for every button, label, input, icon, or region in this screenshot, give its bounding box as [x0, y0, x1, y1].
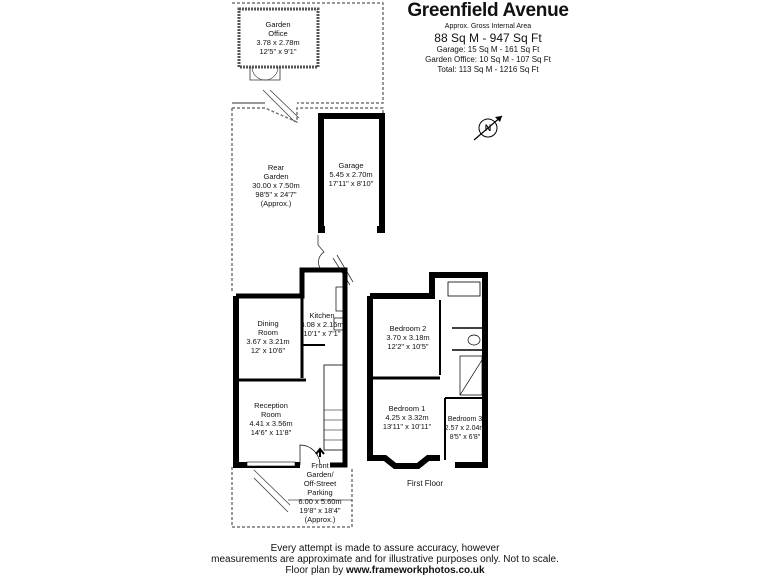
label-bedroom-1: Bedroom 1 4.25 x 3.32m 13'11" x 10'11": [383, 404, 432, 431]
svg-text:98'5" x 24'7": 98'5" x 24'7": [255, 190, 296, 199]
svg-text:Reception: Reception: [254, 401, 288, 410]
svg-text:(Approx.): (Approx.): [305, 515, 336, 524]
svg-text:Bedroom 3: Bedroom 3: [448, 416, 482, 423]
svg-text:Bedroom 2: Bedroom 2: [390, 324, 427, 333]
svg-text:10'1" x 7'1": 10'1" x 7'1": [304, 329, 341, 338]
garage-building: [317, 113, 385, 286]
svg-text:2.57 x 2.04m: 2.57 x 2.04m: [445, 425, 486, 432]
garden-office-area: Garden Office: 10 Sq M - 107 Sq Ft: [425, 55, 551, 64]
svg-text:Off-Street: Off-Street: [304, 479, 337, 488]
garage-area: Garage: 15 Sq M - 161 Sq Ft: [436, 45, 540, 54]
north-arrow-icon: N: [473, 115, 503, 141]
credit-prefix: Floor plan by: [285, 565, 347, 576]
credit-link[interactable]: www.frameworkphotos.co.uk: [346, 565, 485, 576]
disclaimer: Every attempt is made to assure accuracy…: [200, 543, 570, 576]
disclaimer-line-1: Every attempt is made to assure accuracy…: [270, 543, 500, 554]
window: [246, 461, 296, 467]
svg-text:5.45 x 2.70m: 5.45 x 2.70m: [329, 170, 372, 179]
label-kitchen: Kitchen 3.08 x 2.16m 10'1" x 7'1": [300, 311, 343, 338]
svg-text:Rear: Rear: [268, 163, 285, 172]
compass-letter: N: [485, 123, 492, 133]
label-garden-office: Garden Office 3.78 x 2.78m 12'5" x 9'1": [256, 20, 299, 56]
label-garage: Garage 5.45 x 2.70m 17'11" x 8'10": [329, 161, 374, 188]
svg-text:12' x 10'6": 12' x 10'6": [251, 346, 286, 355]
garden-office-building: [237, 7, 320, 81]
svg-text:6.00 x 5.60m: 6.00 x 5.60m: [298, 497, 341, 506]
svg-text:Room: Room: [258, 328, 278, 337]
svg-text:Garage: Garage: [338, 161, 363, 170]
svg-text:13'11" x 10'11": 13'11" x 10'11": [383, 422, 432, 431]
svg-text:30.00 x 7.50m: 30.00 x 7.50m: [252, 181, 300, 190]
svg-text:Front: Front: [311, 461, 329, 470]
svg-text:Dining: Dining: [257, 319, 278, 328]
svg-text:3.08 x 2.16m: 3.08 x 2.16m: [300, 320, 343, 329]
entrance-arrow-icon: [315, 447, 325, 457]
svg-text:4.25 x 3.32m: 4.25 x 3.32m: [385, 413, 428, 422]
label-reception-room: Reception Room 4.41 x 3.56m 14'6" x 11'8…: [249, 401, 292, 437]
main-area: 88 Sq M - 947 Sq Ft: [434, 31, 542, 45]
disclaimer-line-2: measurements are approximate and for ill…: [211, 554, 559, 565]
svg-text:Room: Room: [261, 410, 281, 419]
floor-label: First Floor: [407, 479, 443, 488]
credit-line: Floor plan by www.frameworkphotos.co.uk: [200, 565, 570, 576]
label-bedroom-2: Bedroom 2 3.70 x 3.18m 12'2" x 10'5": [386, 324, 429, 351]
svg-text:Garden/: Garden/: [306, 470, 334, 479]
svg-text:4.41 x 3.56m: 4.41 x 3.56m: [249, 419, 292, 428]
header: Greenfield Avenue Approx. Gross Internal…: [398, 0, 578, 75]
svg-text:8'5" x 6'8": 8'5" x 6'8": [450, 434, 481, 441]
svg-text:3.70 x 3.18m: 3.70 x 3.18m: [386, 333, 429, 342]
svg-text:3.67 x 3.21m: 3.67 x 3.21m: [246, 337, 289, 346]
svg-text:19'8" x 18'4": 19'8" x 18'4": [299, 506, 340, 515]
label-bedroom-3: Bedroom 3 2.57 x 2.04m 8'5" x 6'8": [445, 416, 486, 441]
total-area: Total: 113 Sq M - 1216 Sq Ft: [437, 65, 539, 74]
label-dining-room: Dining Room 3.67 x 3.21m 12' x 10'6": [246, 319, 289, 355]
label-front-garden: Front Garden/ Off-Street Parking 6.00 x …: [298, 461, 341, 524]
first-floor-walls: [367, 272, 488, 469]
svg-text:3.78 x 2.78m: 3.78 x 2.78m: [256, 38, 299, 47]
label-rear-garden: Rear Garden 30.00 x 7.50m 98'5" x 24'7" …: [252, 163, 300, 208]
page-title: Greenfield Avenue: [407, 0, 569, 21]
area-subtitle: Approx. Gross Internal Area: [444, 23, 532, 30]
garden-path: [253, 89, 352, 513]
svg-text:Garden: Garden: [265, 20, 290, 29]
svg-text:Garden: Garden: [263, 172, 288, 181]
svg-text:17'11" x 8'10": 17'11" x 8'10": [329, 179, 374, 188]
garden-fence: [231, 2, 384, 528]
svg-text:(Approx.): (Approx.): [261, 199, 292, 208]
svg-text:Bedroom 1: Bedroom 1: [389, 404, 426, 413]
svg-text:Kitchen: Kitchen: [309, 311, 334, 320]
svg-text:12'2" x 10'5": 12'2" x 10'5": [387, 342, 428, 351]
svg-text:14'6" x 11'8": 14'6" x 11'8": [251, 428, 292, 437]
svg-text:12'5" x 9'1": 12'5" x 9'1": [260, 47, 297, 56]
svg-text:Office: Office: [268, 29, 287, 38]
svg-text:Parking: Parking: [307, 488, 332, 497]
